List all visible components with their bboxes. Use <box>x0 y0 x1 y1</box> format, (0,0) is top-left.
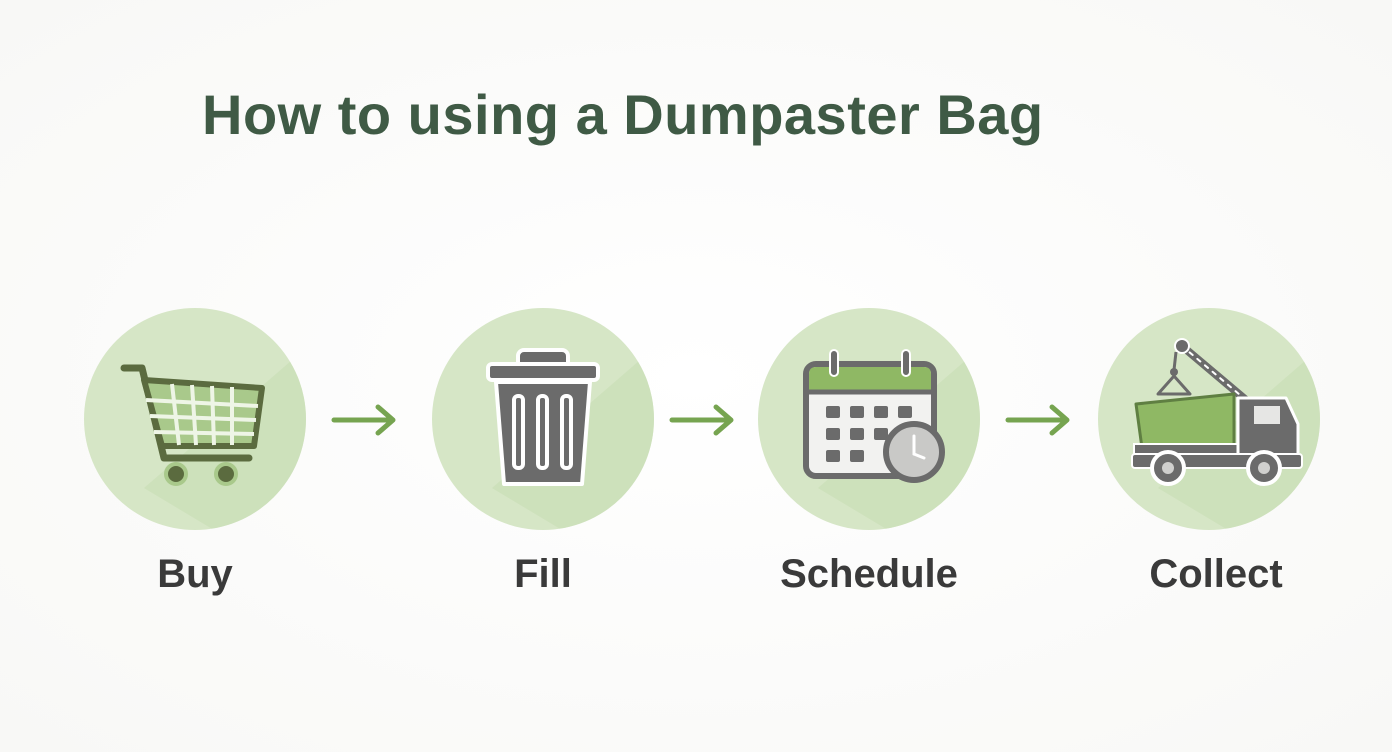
arrow-right-icon <box>1005 404 1070 436</box>
calendar-clock-icon <box>803 349 945 483</box>
step-collect-label: Collect <box>1149 552 1283 596</box>
step-collect-circle <box>1098 308 1320 530</box>
step-schedule-circle <box>758 308 980 530</box>
step-buy-label: Buy <box>157 552 233 596</box>
step-schedule-label: Schedule <box>780 552 958 596</box>
arrow-right-icon <box>669 404 734 436</box>
arrow-right-icon <box>331 404 396 436</box>
step-buy-circle <box>84 308 306 530</box>
trash-can-icon <box>486 348 600 486</box>
shopping-cart-icon <box>120 364 265 486</box>
crane-truck-icon <box>1131 338 1303 486</box>
page-title: How to using a Dumpaster Bag <box>202 83 1044 146</box>
step-fill-label: Fill <box>514 552 572 596</box>
step-fill-circle <box>432 308 654 530</box>
